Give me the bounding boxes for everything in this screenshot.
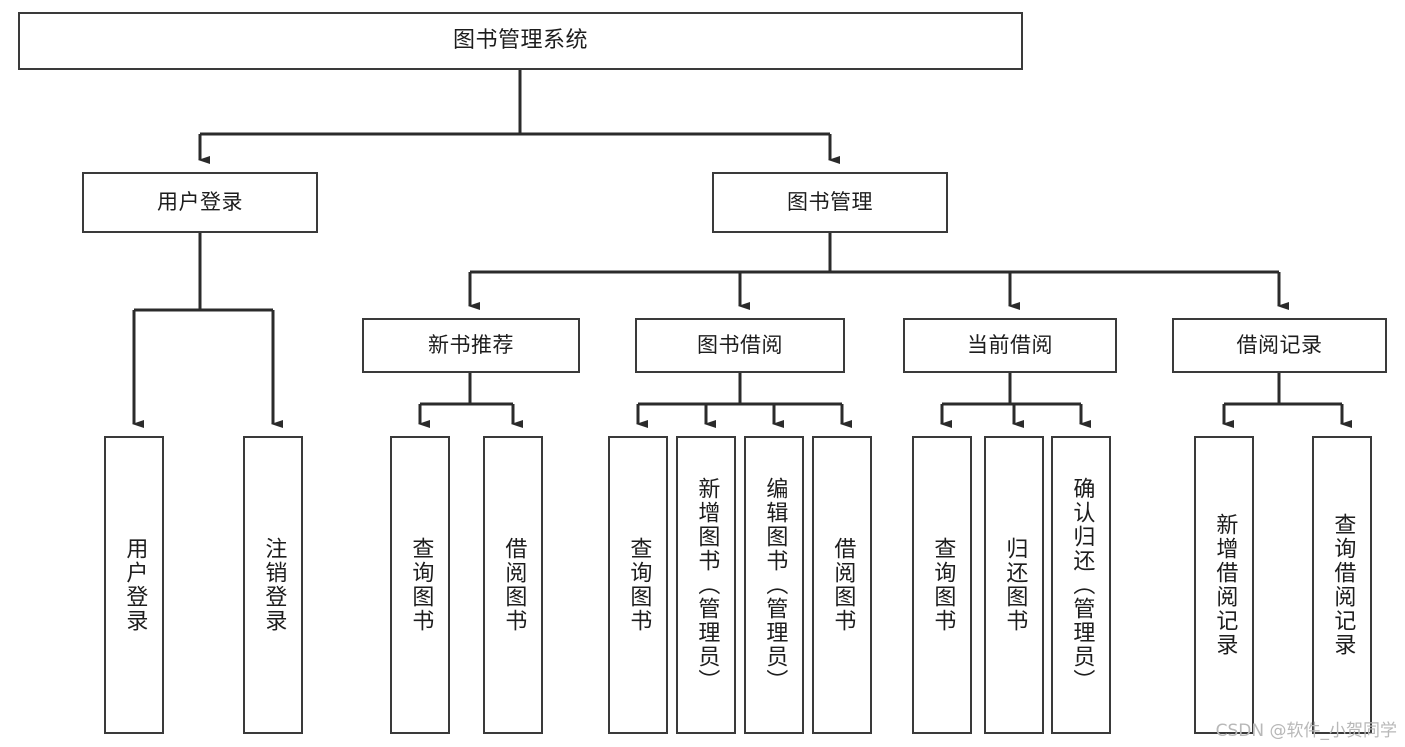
node-leaf-borrow-book-2-label: 借阅图书 <box>830 537 856 633</box>
node-user-login[interactable]: 用户登录 <box>82 172 318 233</box>
node-leaf-query-book-1-label: 查询图书 <box>408 537 434 633</box>
node-leaf-query-book-3[interactable]: 查询图书 <box>912 436 972 734</box>
node-leaf-logout-login[interactable]: 注销登录 <box>243 436 303 734</box>
node-current-borrow-label: 当前借阅 <box>967 333 1053 358</box>
node-leaf-add-book-admin-label: 新增图书（管理员） <box>694 477 720 693</box>
node-current-borrow[interactable]: 当前借阅 <box>903 318 1117 373</box>
node-leaf-return-book[interactable]: 归还图书 <box>984 436 1044 734</box>
node-leaf-query-book-2[interactable]: 查询图书 <box>608 436 668 734</box>
node-leaf-query-book-2-label: 查询图书 <box>626 537 652 633</box>
node-leaf-query-borrow-record-label: 查询借阅记录 <box>1330 513 1356 657</box>
node-user-login-label: 用户登录 <box>157 190 243 215</box>
node-leaf-edit-book-admin[interactable]: 编辑图书（管理员） <box>744 436 804 734</box>
node-root-label: 图书管理系统 <box>452 28 588 54</box>
node-leaf-add-borrow-record[interactable]: 新增借阅记录 <box>1194 436 1254 734</box>
node-borrow-record-label: 借阅记录 <box>1236 333 1323 358</box>
node-book-borrow-label: 图书借阅 <box>697 333 783 358</box>
node-leaf-user-login[interactable]: 用户登录 <box>104 436 164 734</box>
node-leaf-return-book-label: 归还图书 <box>1002 537 1028 633</box>
node-new-book-recommend-label: 新书推荐 <box>428 333 514 358</box>
node-leaf-borrow-book-1[interactable]: 借阅图书 <box>483 436 543 734</box>
node-leaf-query-book-3-label: 查询图书 <box>930 537 956 633</box>
node-leaf-add-book-admin[interactable]: 新增图书（管理员） <box>676 436 736 734</box>
node-root[interactable]: 图书管理系统 <box>18 12 1023 70</box>
csdn-watermark: CSDN @软件_小贺同学 <box>1215 721 1397 741</box>
node-leaf-confirm-return-admin-label: 确认归还（管理员） <box>1069 477 1095 693</box>
node-leaf-borrow-book-1-label: 借阅图书 <box>501 537 527 633</box>
node-book-manage-label: 图书管理 <box>787 190 873 215</box>
node-leaf-confirm-return-admin[interactable]: 确认归还（管理员） <box>1051 436 1111 734</box>
node-new-book-recommend[interactable]: 新书推荐 <box>362 318 580 373</box>
node-leaf-borrow-book-2[interactable]: 借阅图书 <box>812 436 872 734</box>
node-leaf-add-borrow-record-label: 新增借阅记录 <box>1212 513 1238 657</box>
node-leaf-edit-book-admin-label: 编辑图书（管理员） <box>762 477 788 693</box>
node-leaf-query-borrow-record[interactable]: 查询借阅记录 <box>1312 436 1372 734</box>
node-leaf-logout-login-label: 注销登录 <box>261 537 287 633</box>
node-borrow-record[interactable]: 借阅记录 <box>1172 318 1387 373</box>
node-leaf-user-login-label: 用户登录 <box>122 537 148 633</box>
node-book-borrow[interactable]: 图书借阅 <box>635 318 845 373</box>
node-book-manage[interactable]: 图书管理 <box>712 172 948 233</box>
node-leaf-query-book-1[interactable]: 查询图书 <box>390 436 450 734</box>
